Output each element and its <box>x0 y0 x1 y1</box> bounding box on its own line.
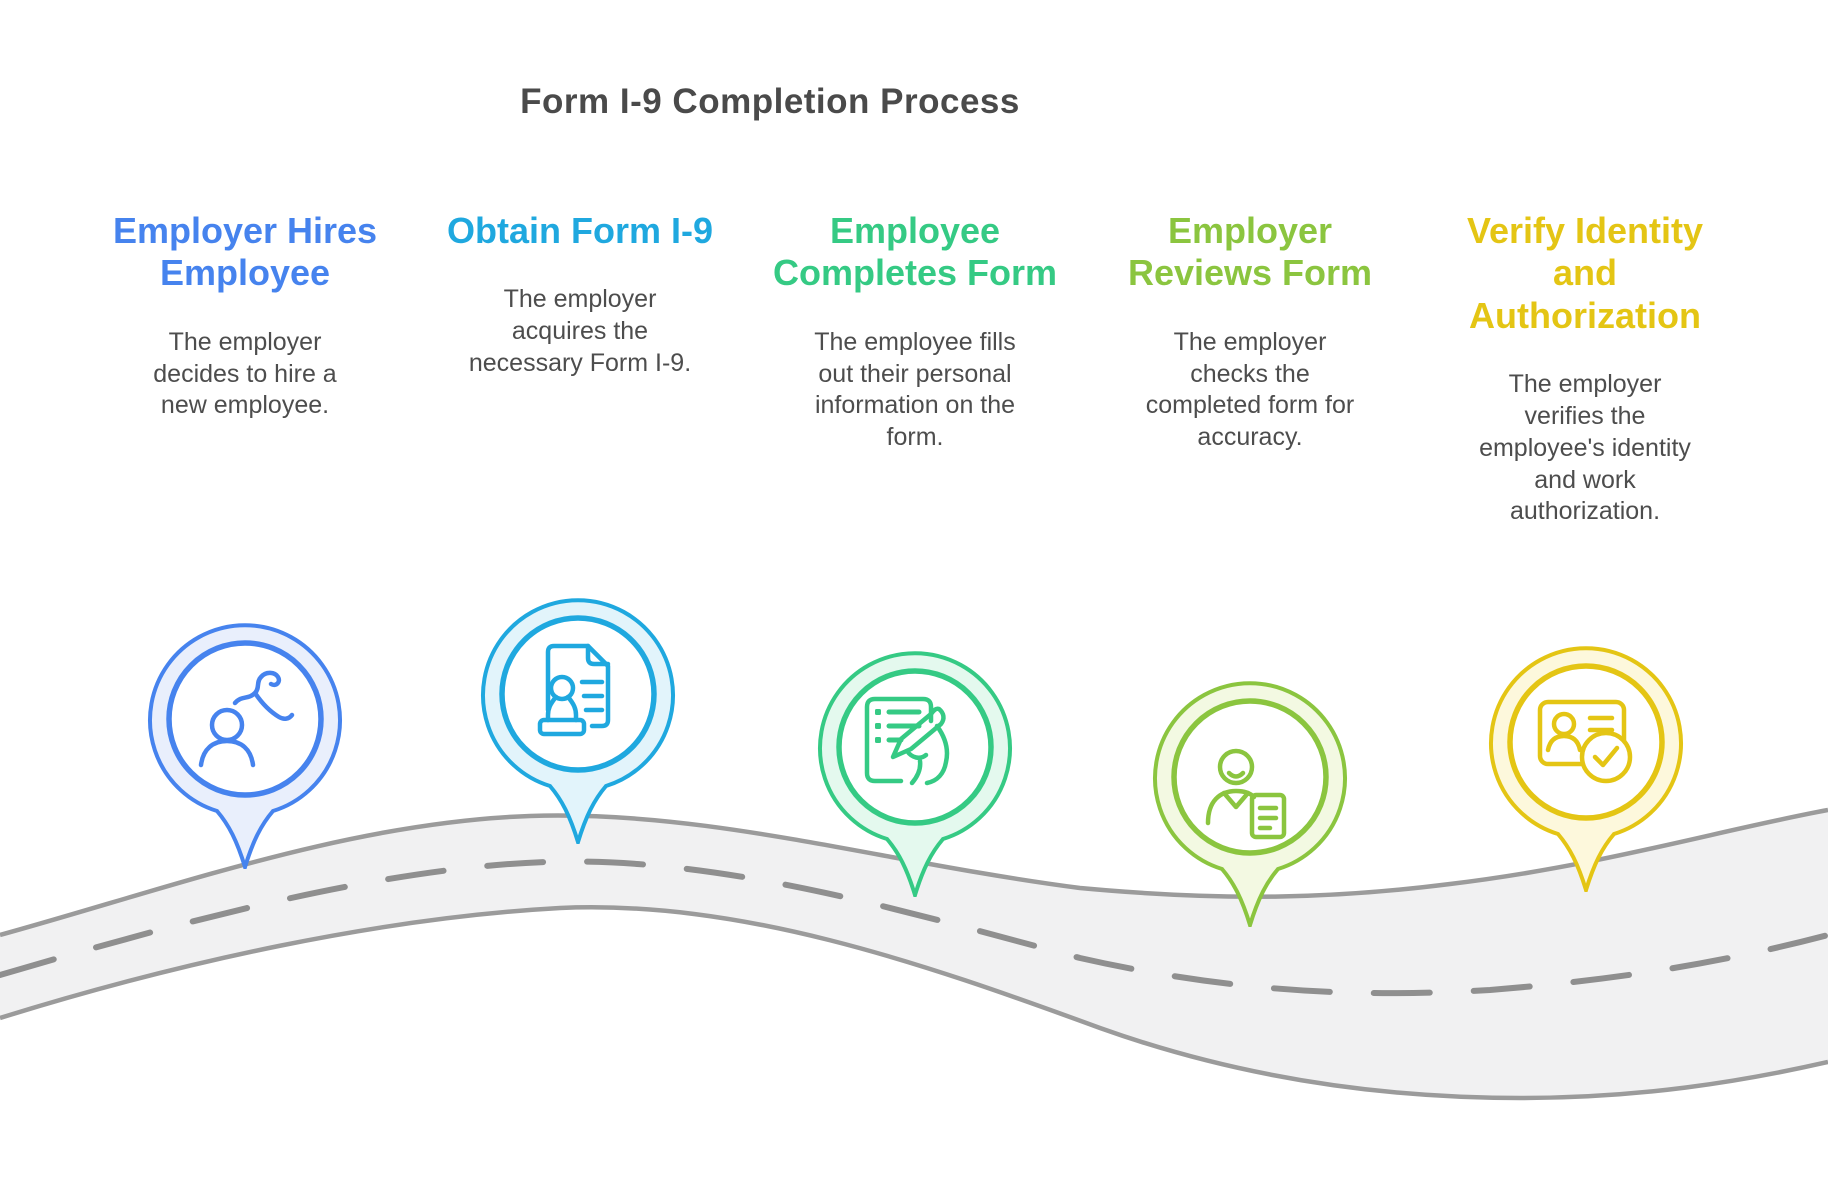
pin-2-inner-circle <box>499 615 657 773</box>
road-edge-bottom <box>0 905 1828 1101</box>
step-4-column: Employer Reviews Form The employer check… <box>1100 210 1400 454</box>
step-1-column: Employer Hires Employee The employer dec… <box>95 210 395 422</box>
pin-marker-1 <box>145 619 345 869</box>
pin-marker-4 <box>1150 677 1350 927</box>
step-4-description: The employer checks the completed form f… <box>1145 327 1355 452</box>
step-3-title: Employee Completes Form <box>772 210 1058 294</box>
pin-marker-3 <box>815 647 1015 897</box>
step-2-title: Obtain Form I-9 <box>446 210 713 251</box>
road-center-dash-line <box>0 858 1828 997</box>
person-document-icon <box>1205 748 1287 840</box>
document-stamp-icon <box>537 643 611 737</box>
pin-marker-2 <box>478 594 678 844</box>
step-5-column: Verify Identity and Authorization The em… <box>1435 210 1735 528</box>
pin-marker-5 <box>1486 642 1686 892</box>
pin-1-inner-circle <box>166 640 324 798</box>
step-5-title: Verify Identity and Authorization <box>1466 210 1704 336</box>
step-5-description: The employer verifies the employee's ide… <box>1479 370 1691 526</box>
road-surface <box>0 810 1828 1098</box>
id-card-check-icon <box>1537 699 1633 784</box>
form-signing-icon <box>864 696 950 786</box>
step-3-description: The employee fills out their personal in… <box>814 327 1016 452</box>
step-2-column: Obtain Form I-9 The employer acquires th… <box>430 210 730 380</box>
road-edge-top <box>0 807 1828 938</box>
step-1-title: Employer Hires Employee <box>112 210 378 294</box>
step-4-title: Employer Reviews Form <box>1127 210 1373 294</box>
page-title: Form I-9 Completion Process <box>520 82 1020 121</box>
person-hire-icon <box>198 670 295 768</box>
step-1-description: The employer decides to hire a new emplo… <box>153 327 337 420</box>
step-2-description: The employer acquires the necessary Form… <box>468 285 692 377</box>
step-3-column: Employee Completes Form The employee fil… <box>765 210 1065 454</box>
